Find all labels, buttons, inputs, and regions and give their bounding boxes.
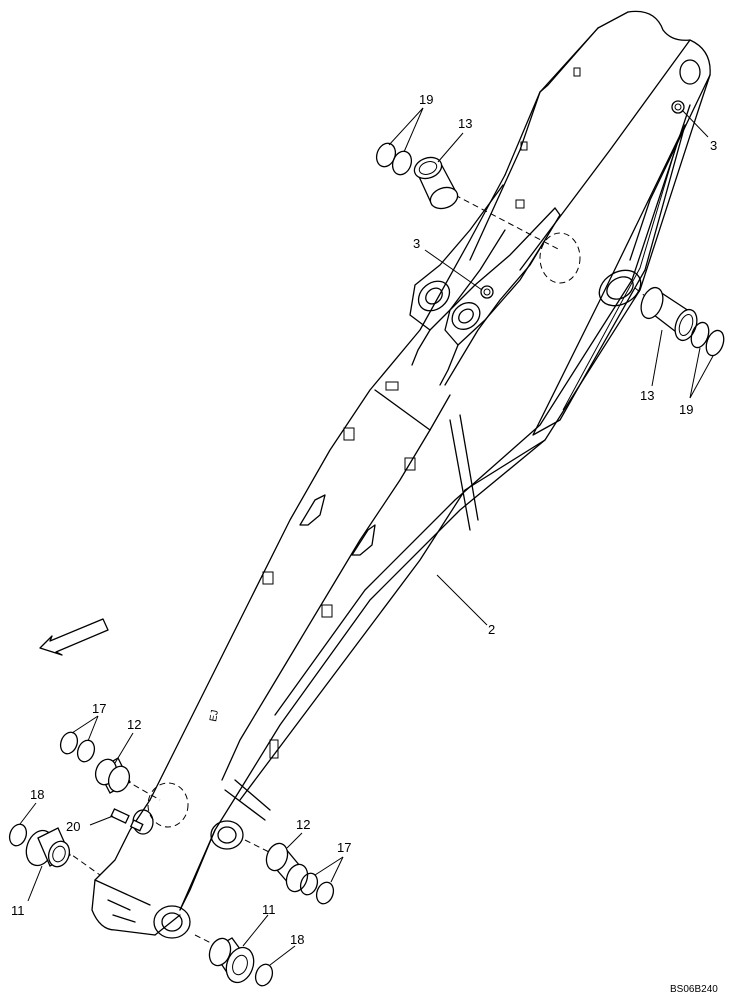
- bushing-icon: [265, 842, 309, 893]
- callout-2: 2: [488, 622, 495, 637]
- callout-11: 11: [11, 903, 25, 918]
- callout-13: 13: [458, 116, 472, 131]
- callout-labels: 2 3 3 11 11 12 12 13 13 17 17 18 18 19 1…: [11, 92, 717, 947]
- shim-icon: [375, 142, 413, 176]
- bushing-icon: [640, 286, 698, 342]
- leader-lines: [19, 107, 714, 966]
- callout-19: 19: [419, 92, 433, 107]
- seal-icon: [8, 823, 28, 847]
- bushing-icon: [94, 757, 131, 794]
- callout-3: 3: [710, 138, 717, 153]
- shim-icon: [299, 872, 335, 905]
- shim-icon: [59, 731, 96, 763]
- callout-18: 18: [290, 932, 304, 947]
- callout-19: 19: [679, 402, 693, 417]
- callout-12: 12: [127, 717, 141, 732]
- assembly-lines: [64, 194, 651, 951]
- callout-11: 11: [262, 902, 276, 917]
- shim-icon: [690, 321, 725, 357]
- drawing-code: BS06B240: [670, 984, 718, 995]
- seal-icon: [254, 963, 274, 987]
- callout-18: 18: [30, 787, 44, 802]
- boom-body: EJ: [91, 10, 711, 939]
- front-direction-arrow-icon: [39, 618, 109, 656]
- svg-text:EJ: EJ: [208, 709, 221, 722]
- callout-17: 17: [337, 840, 351, 855]
- flanged-bushing-icon: [25, 827, 71, 868]
- flanged-bushing-icon: [208, 937, 255, 984]
- callout-3: 3: [413, 236, 420, 251]
- callout-12: 12: [296, 817, 310, 832]
- grease-fitting-icon: [110, 100, 685, 832]
- callout-13: 13: [640, 388, 654, 403]
- callout-17: 17: [92, 701, 106, 716]
- bushing-icon: [413, 156, 459, 210]
- callout-20: 20: [66, 819, 80, 834]
